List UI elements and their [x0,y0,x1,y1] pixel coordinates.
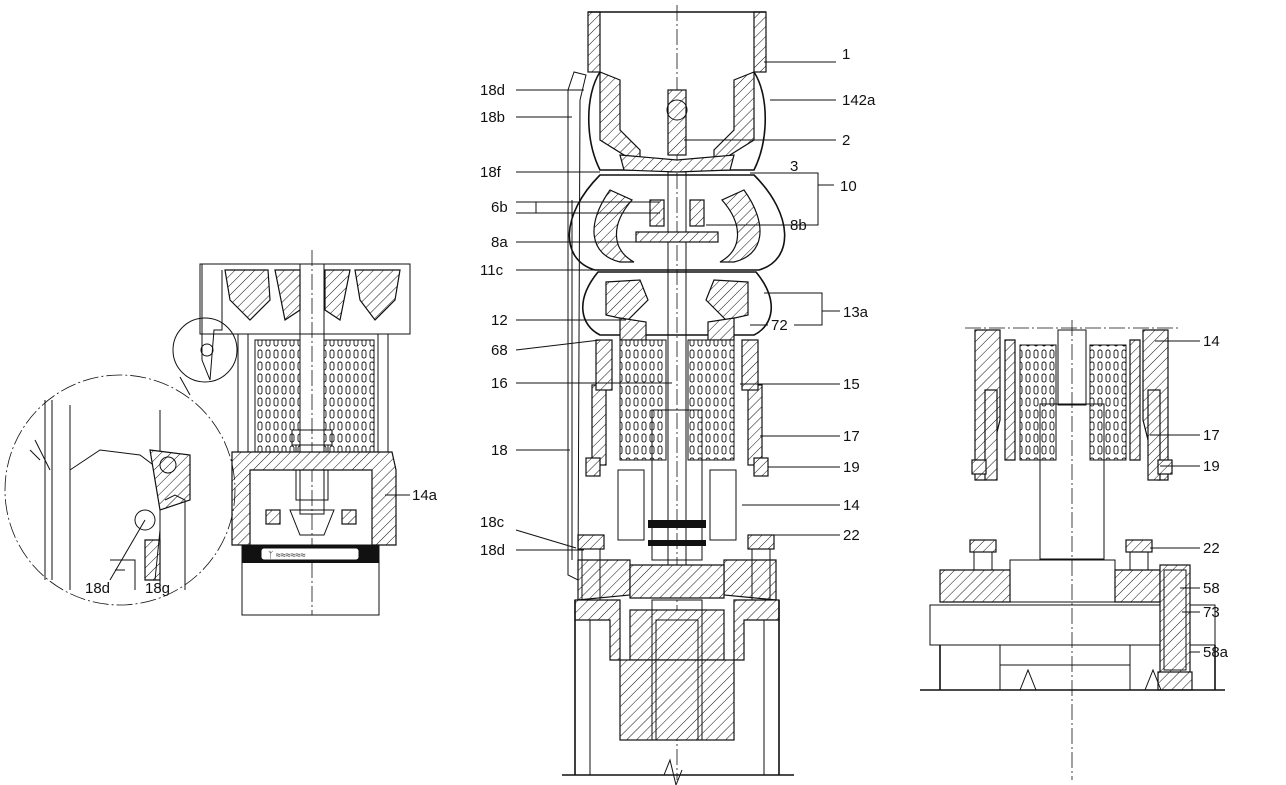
label-17-center: 17 [843,428,860,445]
label-3: 3 [790,158,798,175]
label-19-right: 19 [1203,458,1220,475]
svg-text:ᛉ ≈≈≈≈≈≈: ᛉ ≈≈≈≈≈≈ [268,550,306,560]
label-18: 18 [491,442,508,459]
center-pump-section [562,5,794,785]
label-2: 2 [842,132,850,149]
right-partial-section [920,320,1225,780]
label-14-center: 14 [843,497,860,514]
label-12: 12 [491,312,508,329]
label-19-center: 19 [843,459,860,476]
label-18d-top: 18d [480,82,505,99]
label-14-right: 14 [1203,333,1220,350]
label-15: 15 [843,376,860,393]
label-11c: 11c [480,262,504,279]
label-18b: 18b [480,109,505,126]
label-6b: 6b [491,199,508,216]
label-10: 10 [840,178,857,195]
label-8b: 8b [790,217,807,234]
label-14a: 14a [412,487,438,504]
label-58: 58 [1203,580,1220,597]
label-18d-detail: 18d [85,580,110,597]
left-perspective-view: ᛉ ≈≈≈≈≈≈ [4,250,411,616]
leader-lines [109,61,1200,653]
label-17-right: 17 [1203,427,1220,444]
label-18c: 18c [480,514,505,531]
label-18g: 18g [145,580,170,597]
label-16: 16 [491,375,508,392]
label-22-center: 22 [843,527,860,544]
label-1: 1 [842,46,850,63]
label-22-right: 22 [1203,540,1220,557]
label-68: 68 [491,342,508,359]
label-13a: 13a [843,304,869,321]
label-58a: 58a [1203,644,1229,661]
label-8a: 8a [491,234,508,251]
label-73: 73 [1203,604,1220,621]
label-142a: 142a [842,92,876,109]
callout-labels: 1 142a 2 3 10 8b 13a 72 15 17 19 14 22 1… [85,46,1229,661]
label-18d-bottom: 18d [480,542,505,559]
label-72: 72 [771,317,788,334]
label-18f: 18f [480,164,502,181]
